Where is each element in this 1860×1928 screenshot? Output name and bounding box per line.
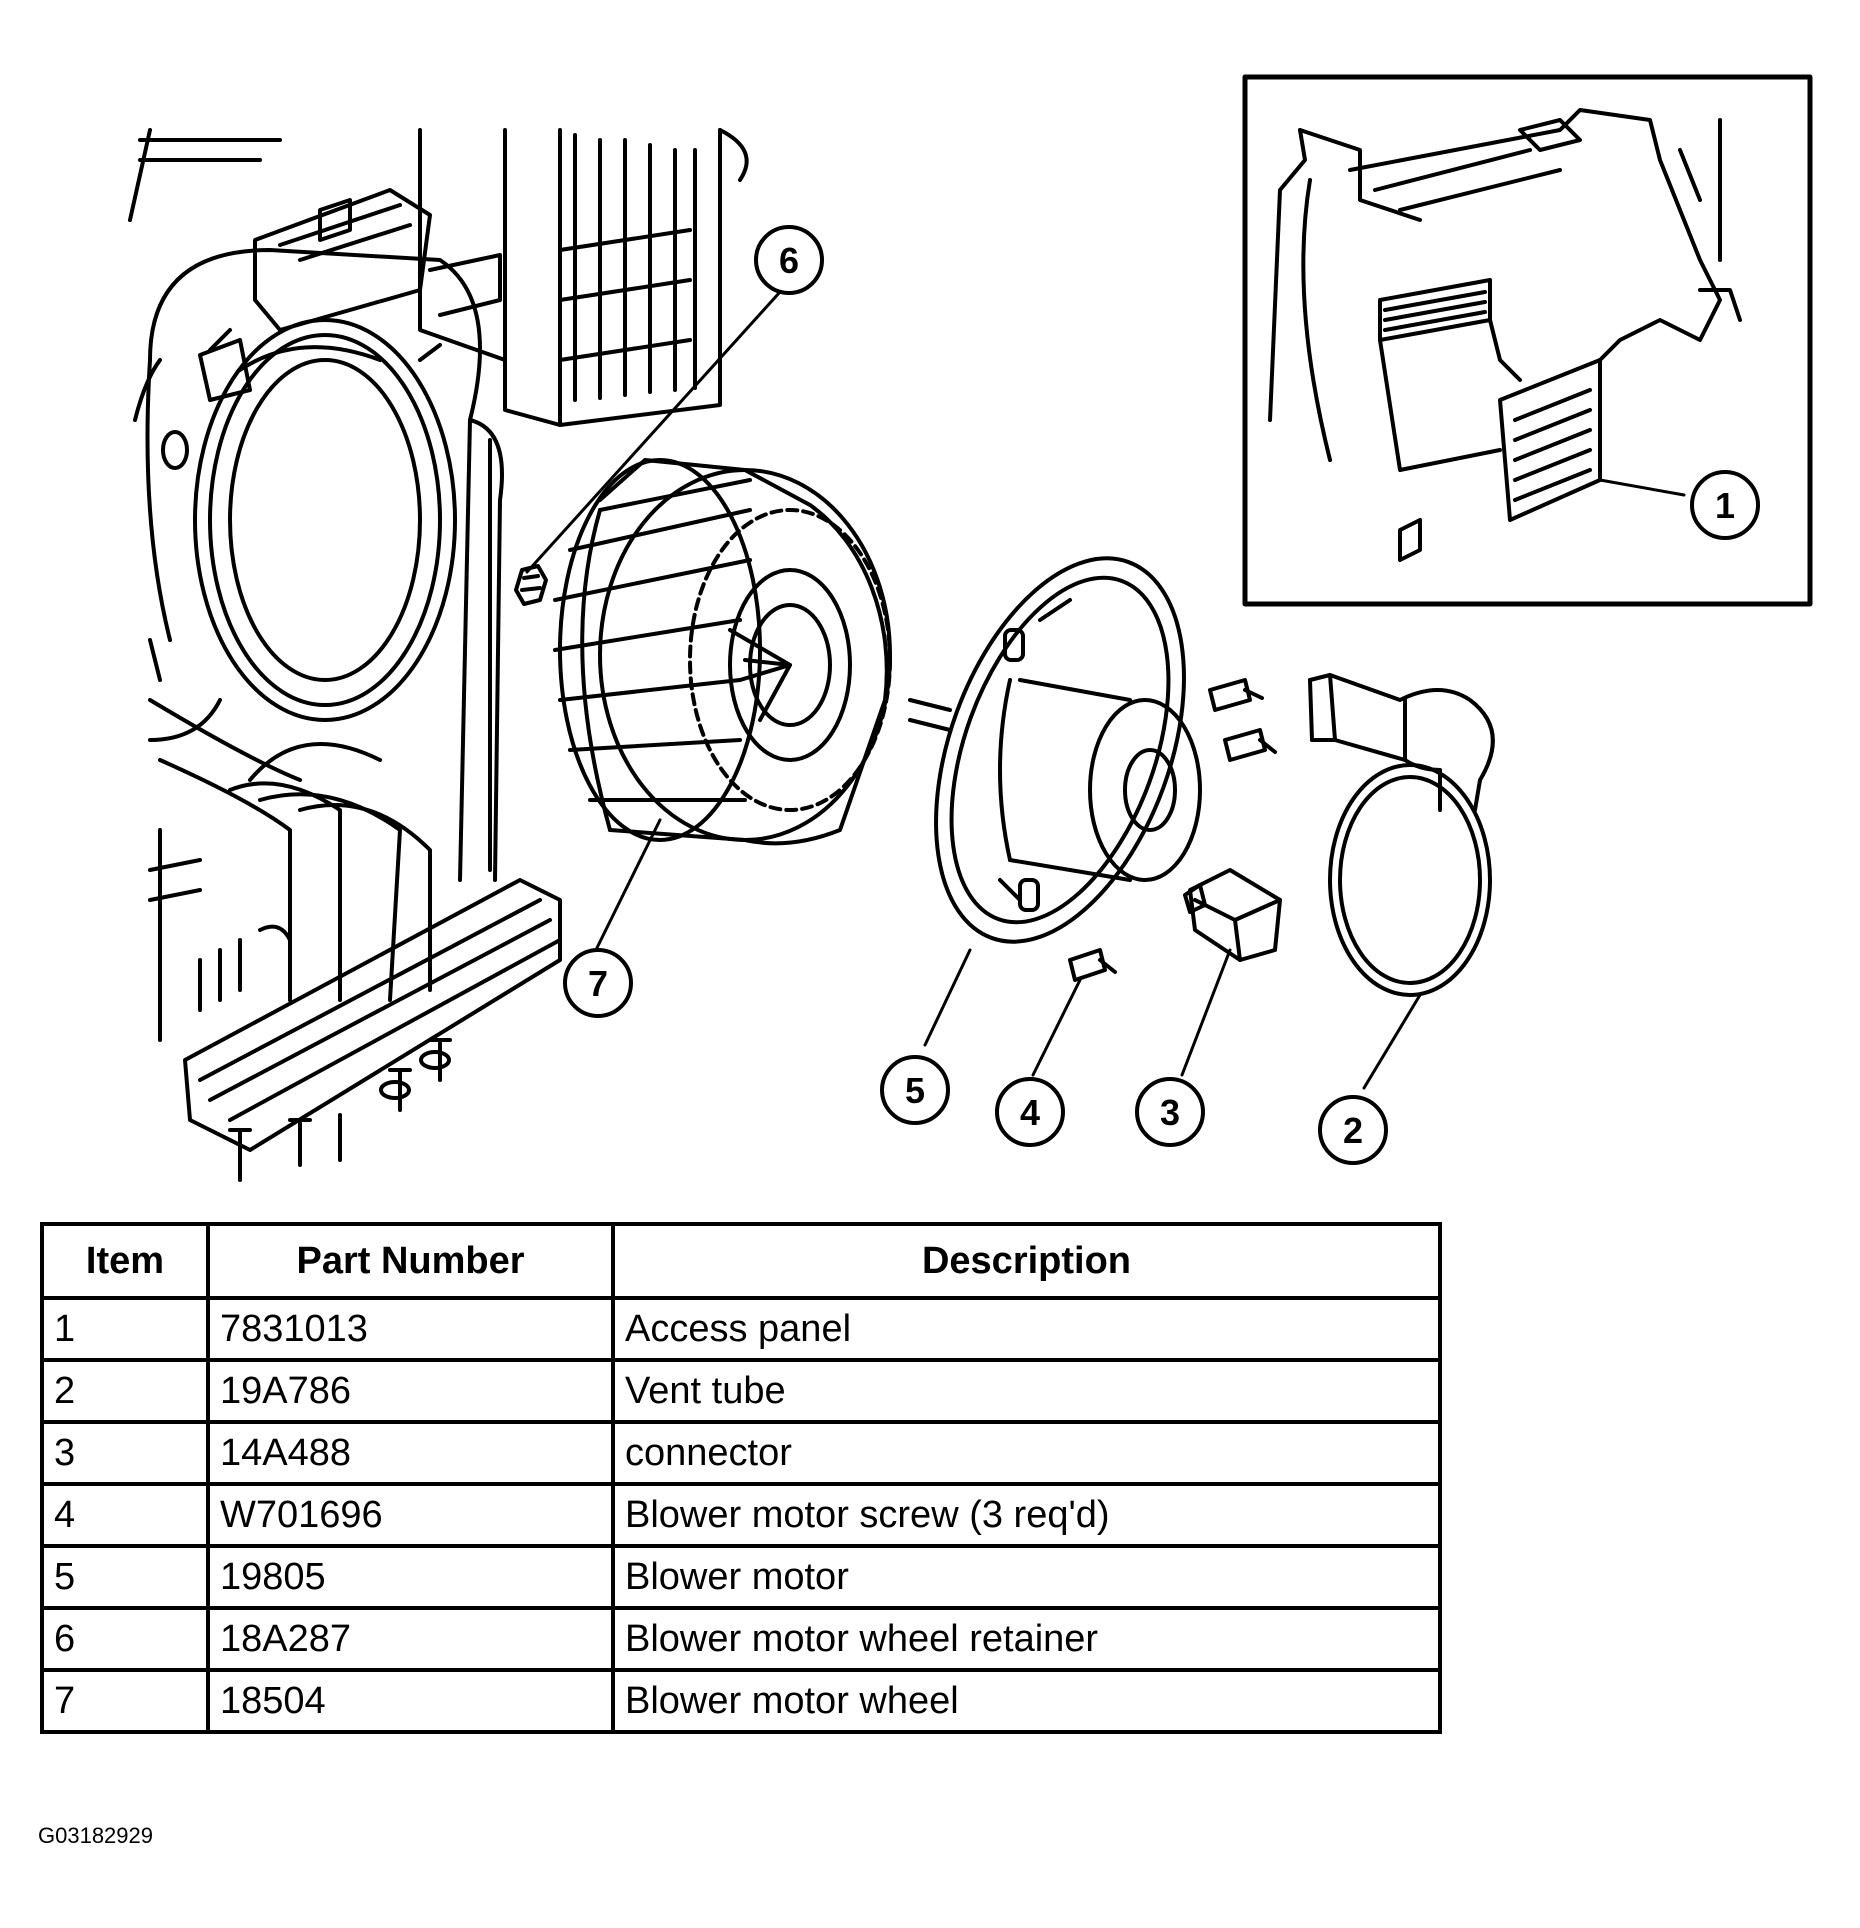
cell-part-number: 7831013 [206, 1296, 615, 1362]
cell-description: Blower motor wheel retainer [611, 1606, 1442, 1672]
callout-2: 2 [1318, 1095, 1388, 1165]
table-row: 7 18504 Blower motor wheel [40, 1668, 1442, 1734]
blower-housing [128, 128, 749, 1182]
header-item: Item [40, 1222, 210, 1300]
svg-text:3: 3 [1160, 1092, 1180, 1133]
blower-motor-screws [1068, 678, 1277, 982]
table-row: 2 19A786 Vent tube [40, 1358, 1442, 1424]
cell-description: connector [611, 1420, 1442, 1486]
connector-part [1183, 868, 1282, 962]
vent-tube [1308, 673, 1495, 997]
callout-3: 3 [1135, 1077, 1205, 1147]
callouts: 1 2 3 4 5 6 7 [563, 225, 1760, 1165]
table-row: 1 7831013 Access panel [40, 1296, 1442, 1362]
cell-description: Access panel [611, 1296, 1442, 1362]
cell-description: Blower motor wheel [611, 1668, 1442, 1734]
cell-description: Blower motor screw (3 req'd) [611, 1482, 1442, 1548]
cell-part-number: 14A488 [206, 1420, 615, 1486]
callout-5: 5 [880, 1055, 950, 1125]
wheel-retainer [514, 564, 548, 606]
leader-lines [525, 280, 1686, 1090]
cell-item: 4 [40, 1482, 210, 1548]
cell-item: 1 [40, 1296, 210, 1362]
exploded-parts-diagram: 1 2 3 4 5 6 7 [128, 74, 1813, 1182]
header-part-number: Part Number [206, 1222, 615, 1300]
table-row: 6 18A287 Blower motor wheel retainer [40, 1606, 1442, 1672]
svg-text:1: 1 [1715, 485, 1735, 526]
callout-1: 1 [1690, 470, 1760, 540]
table-row: 5 19805 Blower motor [40, 1544, 1442, 1610]
callout-6: 6 [754, 225, 824, 295]
table-row: 4 W701696 Blower motor screw (3 req'd) [40, 1482, 1442, 1548]
svg-text:4: 4 [1020, 1092, 1040, 1133]
svg-text:2: 2 [1343, 1110, 1363, 1151]
cell-part-number: 18504 [206, 1668, 615, 1734]
cell-item: 7 [40, 1668, 210, 1734]
cell-item: 2 [40, 1358, 210, 1424]
cell-item: 5 [40, 1544, 210, 1610]
cell-part-number: 19805 [206, 1544, 615, 1610]
cell-description: Blower motor [611, 1544, 1442, 1610]
table-header-row: Item Part Number Description [40, 1222, 1442, 1300]
svg-text:6: 6 [779, 240, 799, 281]
cell-part-number: 18A287 [206, 1606, 615, 1672]
cell-item: 3 [40, 1420, 210, 1486]
svg-text:7: 7 [588, 963, 608, 1004]
callout-7: 7 [563, 948, 633, 1018]
figure-code: G03182929 [38, 1823, 153, 1848]
parts-table: Item Part Number Description 1 7831013 A… [40, 1222, 1442, 1734]
blower-motor [908, 556, 1202, 944]
cell-part-number: 19A786 [206, 1358, 615, 1424]
callout-4: 4 [995, 1077, 1065, 1147]
header-description: Description [611, 1222, 1442, 1300]
cell-item: 6 [40, 1606, 210, 1672]
cell-description: Vent tube [611, 1358, 1442, 1424]
svg-text:5: 5 [905, 1070, 925, 1111]
blower-motor-wheel [553, 458, 892, 846]
cell-part-number: W701696 [206, 1482, 615, 1548]
table-row: 3 14A488 connector [40, 1420, 1442, 1486]
